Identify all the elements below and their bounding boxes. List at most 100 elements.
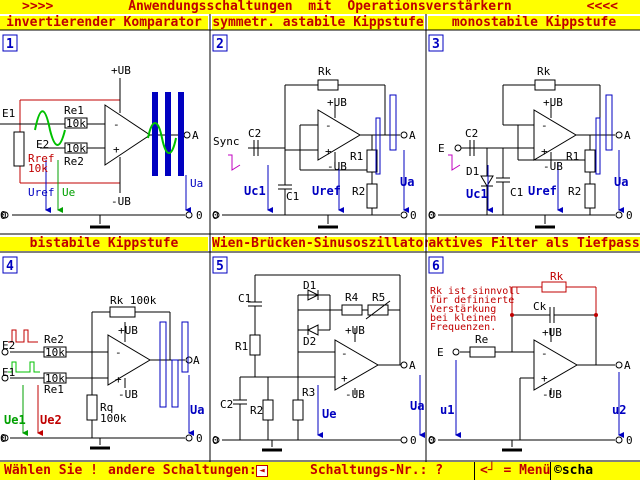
p3-r1-label: R1 — [566, 150, 579, 163]
p2-sync-label: Sync — [213, 135, 240, 148]
p5-r1-label: R1 — [235, 340, 248, 353]
panel-3-circuit: Rk +UB -UB E C2 D1 C1 R1 R2 - + A 0 0 Uc… — [428, 65, 633, 229]
panel-1-number[interactable]: 1 — [6, 37, 14, 52]
p1-zero-left: 0 — [0, 209, 7, 222]
p4-ue1-label: Ue1 — [4, 413, 26, 427]
p1-re1-label: Re1 — [64, 104, 84, 117]
p6-note-line-1: Rk ist sinnvoll — [430, 286, 520, 297]
p3-uref-label: Uref — [528, 184, 557, 198]
p1-plus-input: + — [113, 143, 120, 156]
p6-u1-label: u1 — [440, 403, 454, 417]
panel-3-title[interactable]: monostabile Kippstufe — [428, 16, 640, 30]
p5-r3-label: R3 — [302, 386, 315, 399]
p2-plus-input: + — [325, 145, 332, 158]
p6-note-line-4: bei kleinen — [430, 313, 496, 324]
footer-prompt: Wählen Sie ! — [4, 463, 98, 478]
p5-d2-label: D2 — [303, 335, 316, 348]
p6-note-line-3: Verstärkung — [430, 304, 496, 315]
p4-rq-value: 100k — [100, 412, 127, 425]
p5-r2-label: R2 — [250, 404, 263, 417]
p2-rk-label: Rk — [318, 65, 332, 78]
p1-r2-value: 10k — [66, 142, 86, 155]
p6-ubminus-label: -UB — [542, 388, 562, 401]
panel-6-title[interactable]: aktives Filter als Tiefpass — [428, 236, 640, 251]
panel-4-number[interactable]: 4 — [6, 259, 14, 274]
p2-zero-left: 0 — [212, 209, 219, 222]
panel-1-circuit: +UB -UB E1 E2 Re1 Re2 10k 10k - + A 0 0 … — [0, 64, 203, 229]
footer-bar: Wählen Sie ! andere Schaltungen: ◄ Schal… — [0, 462, 640, 480]
p1-minus-input: - — [113, 118, 120, 131]
panel-2-title[interactable]: symmetr. astabile Kippstufe — [212, 15, 424, 30]
p3-zero-right: 0 — [626, 209, 633, 222]
p4-e2-label: E2 — [2, 339, 15, 352]
p2-r1-label: R1 — [350, 150, 363, 163]
panel-6-circuit: Rk ist sinnvoll für definierte Verstärku… — [428, 270, 633, 452]
p5-r5-label: R5 — [372, 291, 385, 304]
p3-ubplus-label: +UB — [543, 96, 563, 109]
p1-e2-label: E2 — [36, 138, 49, 151]
p6-zero-left: 0 — [428, 434, 435, 447]
back-arrow-icon[interactable]: ◄ — [256, 465, 268, 477]
p1-ubplus-label: +UB — [111, 64, 131, 77]
panel-5-number[interactable]: 5 — [216, 259, 224, 274]
p3-r2-label: R2 — [568, 185, 581, 198]
p3-ua-label: Ua — [614, 175, 628, 189]
p6-ck-label: Ck — [533, 300, 547, 313]
p2-ubminus-label: -UB — [327, 160, 347, 173]
p1-re2-label: Re2 — [64, 155, 84, 168]
p1-rref-value: 10k — [28, 162, 48, 175]
p5-ua-label: Ua — [410, 399, 424, 413]
panel-grid — [0, 14, 640, 462]
p3-plus-input: + — [541, 145, 548, 158]
p5-c1-label: C1 — [238, 292, 251, 305]
p5-zero-left: 0 — [212, 434, 219, 447]
p4-rk-label: Rk 100k — [110, 294, 157, 307]
p5-r4-label: R4 — [345, 291, 359, 304]
p2-uc1-label: Uc1 — [244, 184, 266, 198]
p5-ubplus-label: +UB — [345, 324, 365, 337]
p3-c2-label: C2 — [465, 127, 478, 140]
p1-ubminus-label: -UB — [111, 195, 131, 208]
p2-ua-label: Ua — [400, 175, 414, 189]
p6-note: Rk ist sinnvoll für definierte Verstärku… — [430, 286, 520, 333]
p2-c1-label: C1 — [286, 190, 299, 203]
panel-1-title[interactable]: invertierender Komparator — [0, 16, 208, 30]
p6-e-label: E — [437, 346, 444, 359]
panel-2-number[interactable]: 2 — [216, 37, 224, 52]
p4-minus-input: - — [115, 346, 122, 359]
p4-r2-value: 10k — [45, 372, 65, 385]
panel-4-circuit: Rk 100k +UB -UB Re2 Re1 E2 E1 10k 10k Rq… — [0, 294, 204, 450]
menu-button[interactable]: <┘ = Menü — [480, 463, 551, 478]
p4-output-label: A — [193, 354, 200, 367]
p3-zero-left: 0 — [428, 209, 435, 222]
p1-rref-label: Rref — [28, 152, 55, 165]
p1-r1-value: 10k — [66, 117, 86, 130]
p5-c2-label: C2 — [220, 398, 233, 411]
p4-re1-label: Re1 — [44, 383, 64, 396]
panel-numbers: 1 2 3 4 5 6 — [2, 34, 444, 274]
p4-ue2-label: Ue2 — [40, 413, 62, 427]
panel-5-circuit: C1 R1 C2 R2 D1 D2 R4 R5 R3 +UB -UB - + A… — [212, 274, 425, 452]
p6-ubplus-label: +UB — [542, 326, 562, 339]
circuit-number-field[interactable]: Schaltungs-Nr.: ? — [310, 463, 444, 478]
p6-note-line-5: Frequenzen. — [430, 322, 496, 333]
p5-d1-label: D1 — [303, 279, 316, 292]
p6-plus-input: + — [541, 372, 548, 385]
p5-minus-input: - — [341, 347, 348, 360]
p6-zero-right: 0 — [626, 434, 633, 447]
panel-3-number[interactable]: 3 — [432, 37, 440, 52]
p6-re-label: Re — [475, 333, 488, 346]
panel-6-number[interactable]: 6 — [432, 259, 440, 274]
panel-4-title[interactable]: bistabile Kippstufe — [0, 237, 208, 251]
p5-zero-right: 0 — [410, 434, 417, 447]
left-arrows: >>>> — [22, 0, 54, 14]
p4-e1-label: E1 — [2, 366, 15, 379]
p6-output-label: A — [624, 359, 631, 372]
p4-ubplus-label: +UB — [118, 324, 138, 337]
right-arrows: <<<< — [586, 0, 618, 14]
p6-minus-input: - — [541, 347, 548, 360]
p1-ue-label: Ue — [62, 186, 75, 199]
p2-output-label: A — [409, 129, 416, 142]
panel-5-title[interactable]: Wien-Brücken-Sinusoszillator — [212, 236, 432, 251]
